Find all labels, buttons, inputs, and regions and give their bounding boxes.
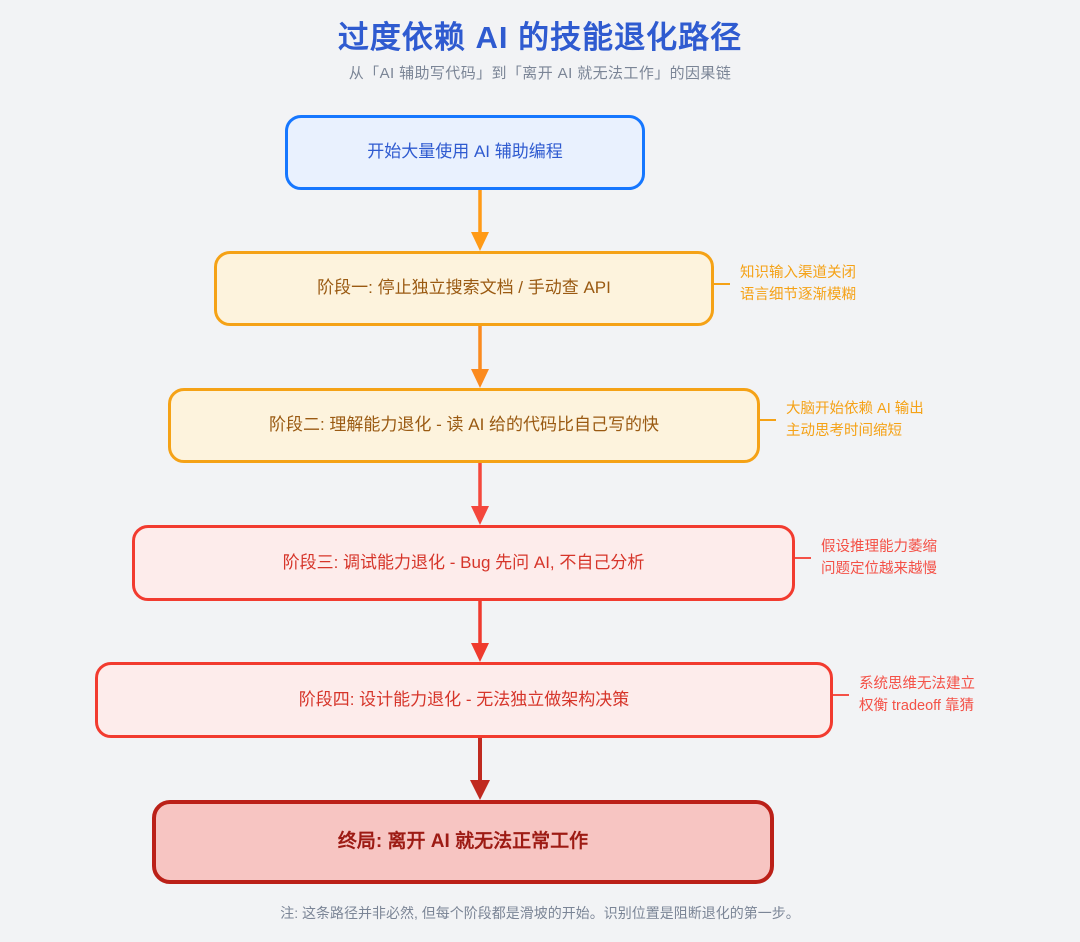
connector-dash-icon	[795, 557, 811, 560]
flow-node-stage4-label: 阶段四: 设计能力退化 - 无法独立做架构决策	[298, 689, 630, 709]
annotation-stage3-line1: 假设推理能力萎缩	[821, 539, 937, 555]
arrow-stage2-to-stage3-icon	[464, 463, 496, 526]
flow-node-start[interactable]: 开始大量使用 AI 辅助编程	[285, 115, 645, 190]
connector-dash-icon	[760, 419, 776, 422]
annotation-stage2: 大脑开始依赖 AI 输出主动思考时间缩短	[760, 398, 924, 443]
annotation-stage4: 系统思维无法建立权衡 tradeoff 靠猜	[833, 673, 975, 718]
arrow-stage4-to-final-icon	[464, 738, 496, 801]
annotation-stage2-line1: 大脑开始依赖 AI 输出	[786, 401, 924, 417]
annotation-stage3: 假设推理能力萎缩问题定位越来越慢	[795, 536, 937, 581]
annotation-stage2-text: 大脑开始依赖 AI 输出主动思考时间缩短	[786, 398, 924, 443]
annotation-stage3-line2: 问题定位越来越慢	[821, 561, 937, 578]
flow-node-stage2[interactable]: 阶段二: 理解能力退化 - 读 AI 给的代码比自己写的快	[168, 388, 760, 463]
flow-node-final[interactable]: 终局: 离开 AI 就无法正常工作	[152, 800, 774, 884]
connector-dash-icon	[833, 694, 849, 697]
annotation-stage4-line2: 权衡 tradeoff 靠猜	[859, 698, 974, 715]
arrow-start-to-stage1-icon	[464, 190, 496, 252]
flow-node-final-label: 终局: 离开 AI 就无法正常工作	[337, 830, 589, 852]
flow-node-stage1-label: 阶段一: 停止独立搜索文档 / 手动查 API	[317, 278, 611, 298]
annotation-stage1-line1: 知识输入渠道关闭	[740, 265, 856, 281]
flow-node-stage4[interactable]: 阶段四: 设计能力退化 - 无法独立做架构决策	[95, 662, 833, 738]
annotation-stage1-text: 知识输入渠道关闭语言细节逐渐模糊	[740, 262, 856, 307]
page-title: 过度依赖 AI 的技能退化路径	[337, 20, 743, 55]
page-subtitle: 从「AI 辅助写代码」到「离开 AI 就无法工作」的因果链	[348, 65, 732, 82]
annotation-stage4-text: 系统思维无法建立权衡 tradeoff 靠猜	[859, 673, 975, 718]
footer-note: 注: 这条路径并非必然, 但每个阶段都是滑坡的开始。识别位置是阻断退化的第一步。	[280, 905, 800, 921]
flow-node-stage3[interactable]: 阶段三: 调试能力退化 - Bug 先问 AI, 不自己分析	[132, 525, 795, 601]
arrow-stage1-to-stage2-icon	[464, 326, 496, 389]
arrow-stage3-to-stage4-icon	[464, 601, 496, 663]
annotation-stage3-text: 假设推理能力萎缩问题定位越来越慢	[821, 536, 937, 581]
flow-node-stage2-label: 阶段二: 理解能力退化 - 读 AI 给的代码比自己写的快	[268, 415, 660, 435]
flow-node-start-label: 开始大量使用 AI 辅助编程	[367, 142, 563, 162]
annotation-stage4-line1: 系统思维无法建立	[859, 676, 975, 692]
annotation-stage1: 知识输入渠道关闭语言细节逐渐模糊	[714, 262, 856, 307]
connector-dash-icon	[714, 283, 730, 286]
flow-node-stage3-label: 阶段三: 调试能力退化 - Bug 先问 AI, 不自己分析	[282, 552, 645, 572]
annotation-stage2-line2: 主动思考时间缩短	[786, 423, 902, 440]
annotation-stage1-line2: 语言细节逐渐模糊	[740, 287, 856, 304]
flow-node-stage1[interactable]: 阶段一: 停止独立搜索文档 / 手动查 API	[214, 251, 714, 326]
